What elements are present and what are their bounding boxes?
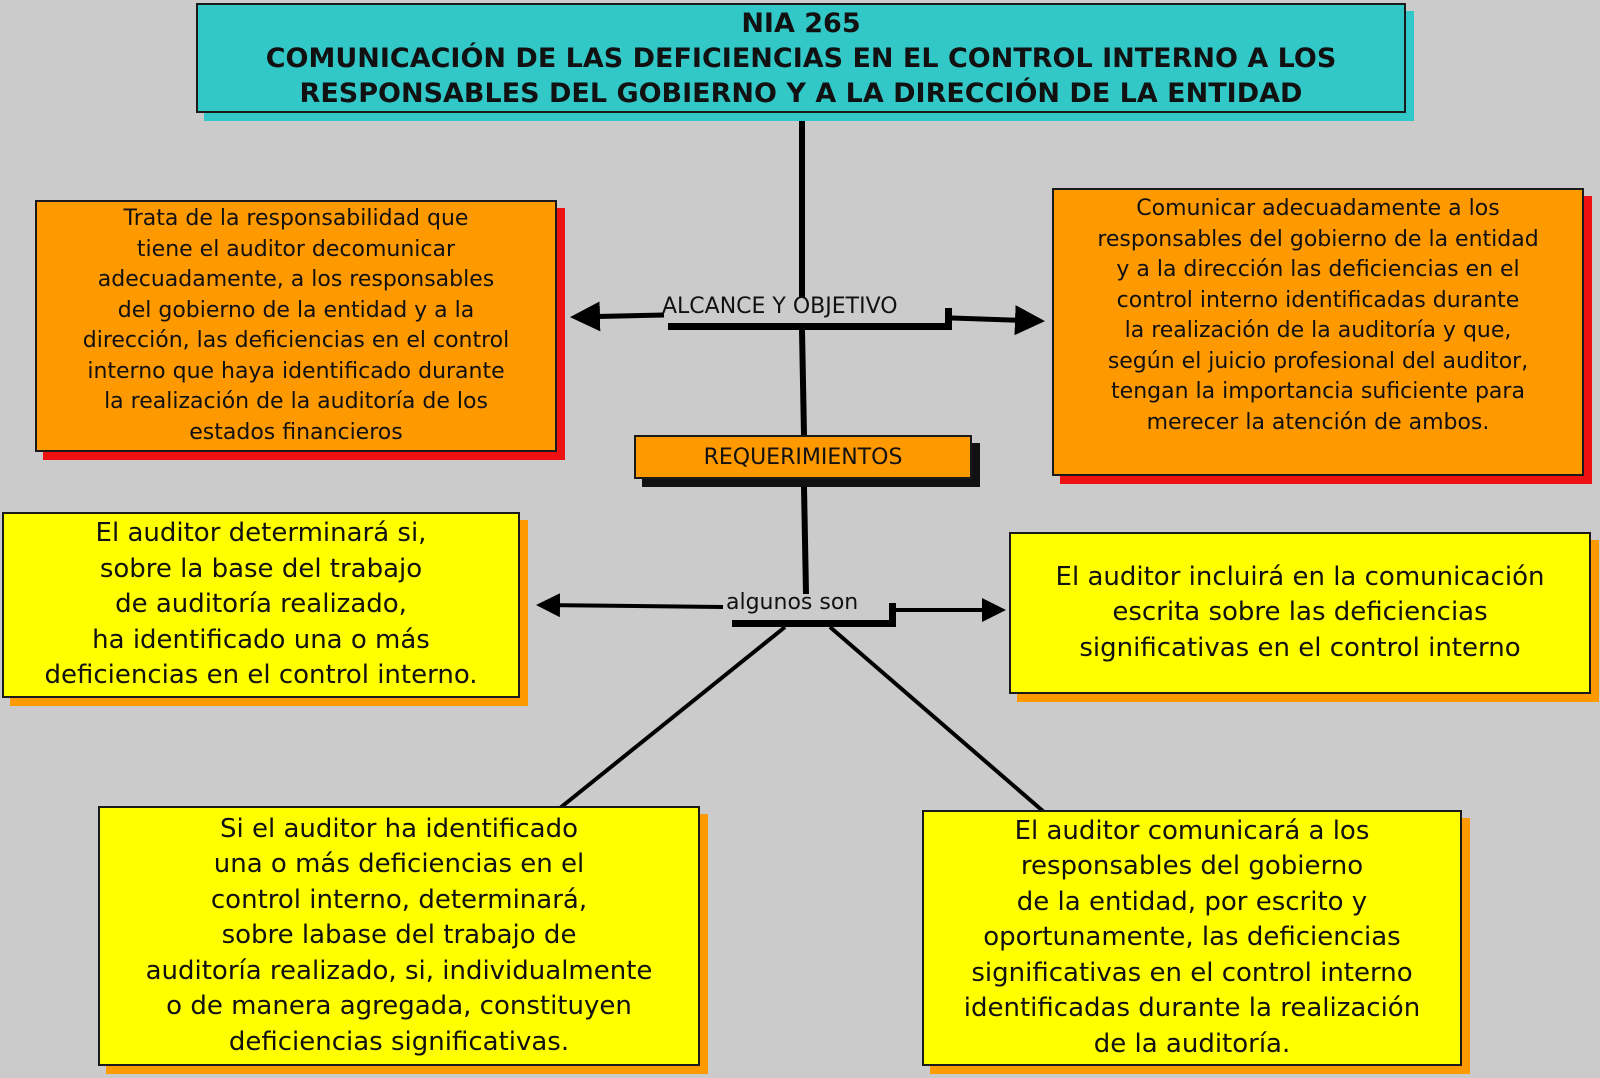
- node-requirement-communicate-text: El auditor comunicará a los responsables…: [963, 815, 1421, 1059]
- node-requirement-determine: El auditor determinará si, sobre la base…: [2, 512, 520, 698]
- title-node: NIA 265 COMUNICACIÓN DE LAS DEFICIENCIAS…: [196, 3, 1406, 113]
- node-requirement-include-text: El auditor incluirá en la comunicación e…: [1055, 561, 1545, 663]
- title-line-1: NIA 265: [741, 7, 861, 39]
- node-requirement-evaluate-text: Si el auditor ha identificado una o más …: [145, 813, 653, 1057]
- node-alcance-description-text: Trata de la responsabilidad que tiene el…: [82, 206, 510, 445]
- link-label-algunos-son: algunos son: [726, 590, 859, 615]
- node-requirement-communicate: El auditor comunicará a los responsables…: [922, 810, 1462, 1066]
- node-requirement-evaluate: Si el auditor ha identificado una o más …: [98, 806, 700, 1066]
- link-label-alcance-objetivo: ALCANCE Y OBJETIVO: [662, 294, 898, 319]
- node-requirement-determine-text: El auditor determinará si, sobre la base…: [44, 518, 478, 691]
- node-objetivo-description-text: Comunicar adecuadamente a los responsabl…: [1097, 196, 1539, 435]
- node-alcance-description: Trata de la responsabilidad que tiene el…: [35, 200, 557, 452]
- title-line-2: COMUNICACIÓN DE LAS DEFICIENCIAS EN EL C…: [265, 42, 1337, 74]
- node-requirement-include: El auditor incluirá en la comunicación e…: [1009, 532, 1591, 694]
- node-requerimientos-text: REQUERIMIENTOS: [703, 444, 903, 470]
- title-line-3: RESPONSABLES DEL GOBIERNO Y A LA DIRECCI…: [299, 77, 1303, 109]
- node-requerimientos: REQUERIMIENTOS: [634, 435, 972, 479]
- node-objetivo-description: Comunicar adecuadamente a los responsabl…: [1052, 188, 1584, 476]
